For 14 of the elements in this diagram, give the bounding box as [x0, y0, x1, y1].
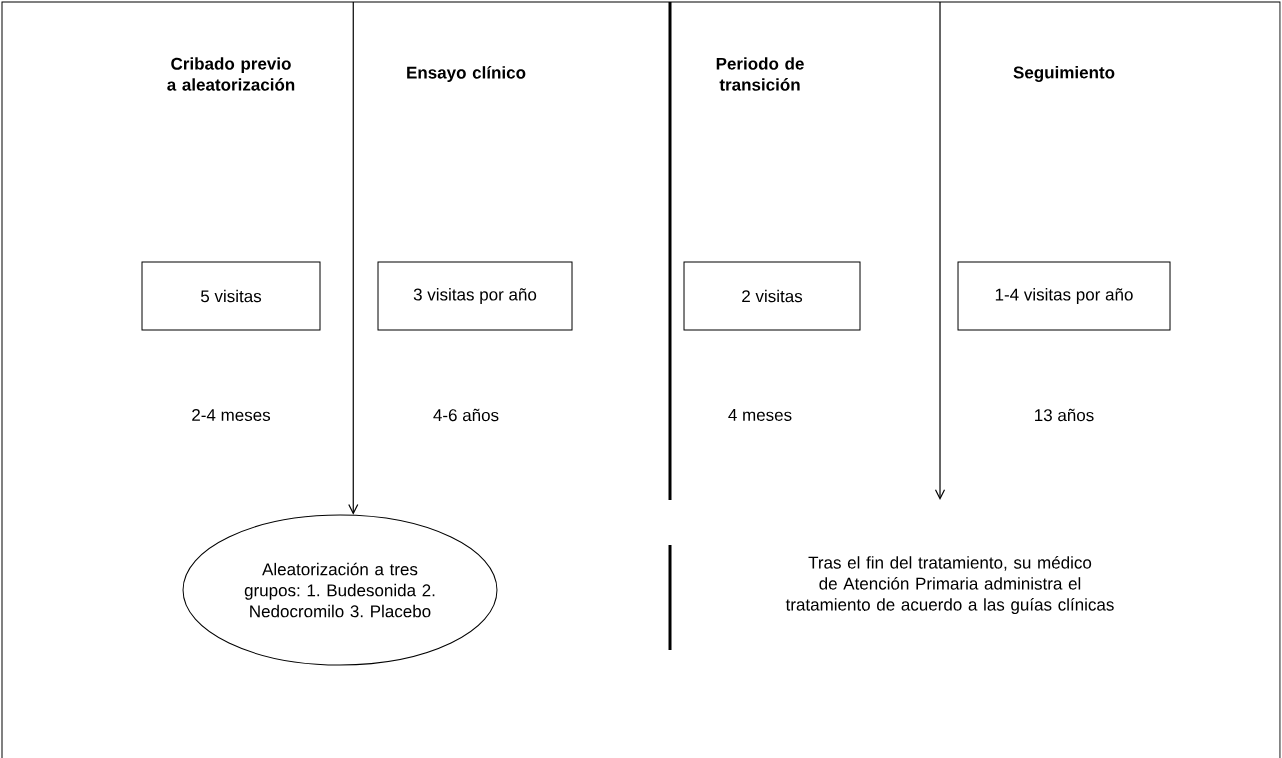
stage-box: 5 visitas [141, 261, 321, 331]
duration-text: 13 años [1035, 408, 1094, 422]
duration-text: 2-4 meses [192, 409, 271, 422]
stage-box: 1-4 visitas por año [957, 261, 1171, 331]
stage-heading: Periodo de transición [716, 57, 804, 91]
duration-text: 4 meses [728, 409, 792, 421]
stage-box: 3 visitas por año [377, 261, 573, 331]
duration-text: 4-6 años [433, 408, 499, 422]
stage-heading: Cribado previo a aleatorización [167, 57, 295, 91]
stage-box: 2 visitas [683, 261, 861, 331]
note-text: Tras el fin del tratamiento, su médico de Atención Primaria administra el tratamiento de acuerdo a las guías clínicas [785, 556, 1114, 615]
stage-heading: Ensayo clínico [407, 66, 526, 82]
stage-heading: Seguimiento [1013, 66, 1115, 82]
arrow [348, 1, 359, 515]
